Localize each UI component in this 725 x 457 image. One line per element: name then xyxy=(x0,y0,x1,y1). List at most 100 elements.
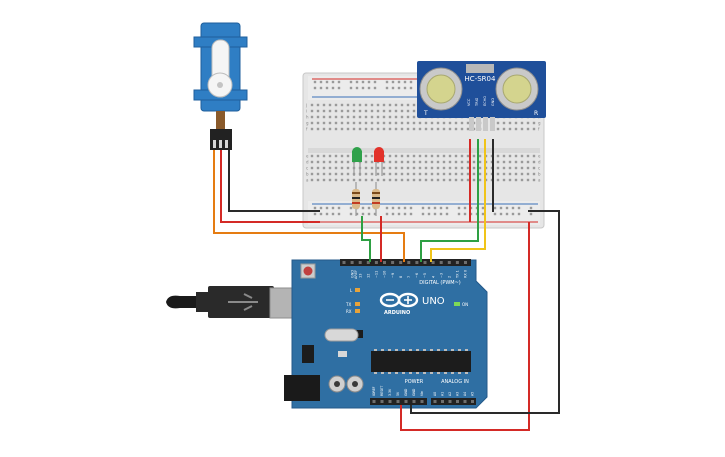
breadboard-hole[interactable] xyxy=(328,109,332,113)
breadboard-hole[interactable] xyxy=(346,166,350,170)
breadboard-hole[interactable] xyxy=(400,127,404,131)
breadboard-hole[interactable] xyxy=(352,115,356,119)
breadboard-hole[interactable] xyxy=(400,121,404,125)
breadboard-hole[interactable] xyxy=(400,178,404,182)
breadboard-hole[interactable] xyxy=(319,80,323,84)
breadboard-hole[interactable] xyxy=(520,166,524,170)
breadboard-hole[interactable] xyxy=(448,121,452,125)
breadboard-hole[interactable] xyxy=(400,172,404,176)
breadboard-hole[interactable] xyxy=(403,86,407,90)
breadboard-hole[interactable] xyxy=(391,212,395,216)
breadboard-hole[interactable] xyxy=(436,166,440,170)
breadboard-hole[interactable] xyxy=(526,160,530,164)
breadboard-hole[interactable] xyxy=(364,166,368,170)
breadboard-hole[interactable] xyxy=(322,127,326,131)
breadboard-hole[interactable] xyxy=(436,178,440,182)
reset-button[interactable] xyxy=(303,266,313,276)
analog-header[interactable] xyxy=(431,398,476,405)
breadboard-hole[interactable] xyxy=(364,115,368,119)
breadboard-hole[interactable] xyxy=(310,127,314,131)
breadboard-hole[interactable] xyxy=(361,86,365,90)
breadboard-hole[interactable] xyxy=(403,212,407,216)
breadboard-hole[interactable] xyxy=(532,178,536,182)
breadboard-hole[interactable] xyxy=(325,212,329,216)
header-pin[interactable] xyxy=(404,400,408,403)
header-pin[interactable] xyxy=(366,261,370,264)
breadboard-hole[interactable] xyxy=(472,166,476,170)
breadboard-hole[interactable] xyxy=(349,212,353,216)
breadboard-hole[interactable] xyxy=(496,160,500,164)
breadboard-hole[interactable] xyxy=(310,109,314,113)
breadboard-hole[interactable] xyxy=(406,166,410,170)
sensor-pin-vcc[interactable] xyxy=(469,117,474,131)
breadboard-hole[interactable] xyxy=(460,127,464,131)
breadboard-hole[interactable] xyxy=(340,178,344,182)
breadboard-hole[interactable] xyxy=(448,154,452,158)
breadboard-hole[interactable] xyxy=(430,166,434,170)
breadboard-hole[interactable] xyxy=(394,178,398,182)
breadboard-hole[interactable] xyxy=(478,154,482,158)
header-pin[interactable] xyxy=(358,261,362,264)
breadboard-hole[interactable] xyxy=(430,154,434,158)
breadboard-hole[interactable] xyxy=(418,172,422,176)
breadboard-hole[interactable] xyxy=(520,172,524,176)
breadboard-hole[interactable] xyxy=(391,86,395,90)
breadboard-hole[interactable] xyxy=(526,178,530,182)
breadboard-hole[interactable] xyxy=(418,127,422,131)
breadboard-hole[interactable] xyxy=(412,127,416,131)
breadboard-hole[interactable] xyxy=(391,206,395,210)
breadboard-hole[interactable] xyxy=(418,178,422,182)
breadboard-hole[interactable] xyxy=(478,172,482,176)
breadboard-hole[interactable] xyxy=(406,103,410,107)
breadboard-hole[interactable] xyxy=(466,154,470,158)
breadboard-hole[interactable] xyxy=(319,86,323,90)
header-pin[interactable] xyxy=(463,400,467,403)
breadboard-hole[interactable] xyxy=(532,127,536,131)
breadboard-hole[interactable] xyxy=(424,166,428,170)
breadboard-hole[interactable] xyxy=(466,121,470,125)
breadboard-hole[interactable] xyxy=(448,127,452,131)
breadboard-hole[interactable] xyxy=(325,86,329,90)
breadboard-hole[interactable] xyxy=(334,178,338,182)
breadboard-hole[interactable] xyxy=(517,212,521,216)
breadboard-hole[interactable] xyxy=(409,212,413,216)
breadboard-hole[interactable] xyxy=(370,154,374,158)
breadboard-hole[interactable] xyxy=(400,160,404,164)
breadboard-hole[interactable] xyxy=(370,160,374,164)
breadboard-hole[interactable] xyxy=(460,178,464,182)
breadboard-hole[interactable] xyxy=(346,154,350,158)
breadboard-hole[interactable] xyxy=(352,178,356,182)
breadboard-hole[interactable] xyxy=(322,115,326,119)
breadboard-hole[interactable] xyxy=(514,172,518,176)
breadboard-hole[interactable] xyxy=(352,121,356,125)
breadboard-hole[interactable] xyxy=(499,206,503,210)
breadboard-hole[interactable] xyxy=(352,109,356,113)
breadboard-hole[interactable] xyxy=(499,212,503,216)
breadboard-hole[interactable] xyxy=(367,80,371,84)
breadboard-hole[interactable] xyxy=(478,166,482,170)
breadboard-hole[interactable] xyxy=(325,80,329,84)
breadboard-hole[interactable] xyxy=(532,172,536,176)
breadboard-hole[interactable] xyxy=(355,86,359,90)
breadboard-hole[interactable] xyxy=(358,178,362,182)
breadboard-hole[interactable] xyxy=(508,127,512,131)
breadboard-hole[interactable] xyxy=(502,172,506,176)
breadboard-hole[interactable] xyxy=(352,103,356,107)
breadboard-hole[interactable] xyxy=(313,86,317,90)
header-pin[interactable] xyxy=(407,261,411,264)
breadboard-hole[interactable] xyxy=(508,160,512,164)
breadboard-hole[interactable] xyxy=(349,206,353,210)
breadboard-hole[interactable] xyxy=(406,154,410,158)
breadboard-hole[interactable] xyxy=(340,115,344,119)
breadboard-hole[interactable] xyxy=(424,160,428,164)
breadboard-hole[interactable] xyxy=(445,206,449,210)
header-pin[interactable] xyxy=(388,400,392,403)
breadboard-hole[interactable] xyxy=(334,103,338,107)
breadboard-hole[interactable] xyxy=(478,160,482,164)
breadboard-hole[interactable] xyxy=(409,86,413,90)
digital-header[interactable] xyxy=(340,259,471,266)
breadboard-hole[interactable] xyxy=(442,127,446,131)
breadboard-hole[interactable] xyxy=(373,80,377,84)
breadboard-hole[interactable] xyxy=(334,172,338,176)
breadboard-hole[interactable] xyxy=(340,121,344,125)
